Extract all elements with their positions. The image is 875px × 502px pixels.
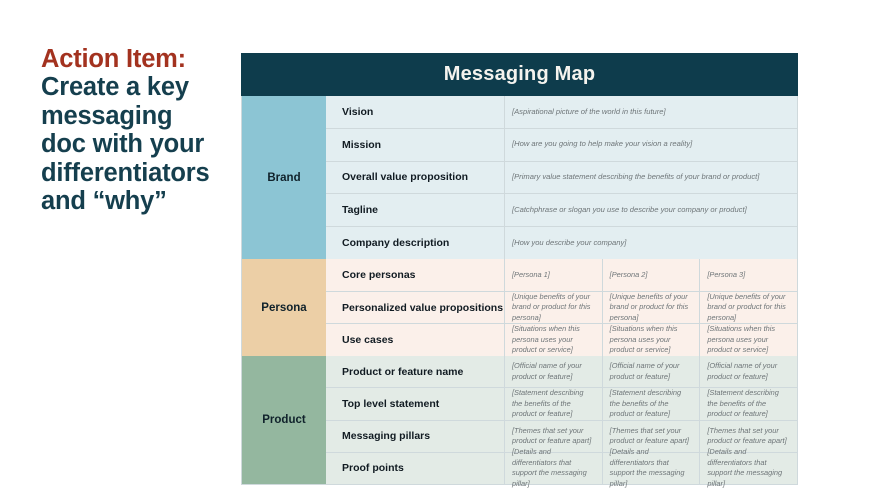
table-cell[interactable]: [Situations when this persona uses your … [602,324,701,357]
row-label: Use cases [326,324,505,357]
table-cell[interactable]: [How are you going to help make your vis… [505,128,797,161]
table-cell[interactable]: [Unique benefits of your brand or produc… [700,291,798,324]
callout-line-1: Create a key [41,73,189,102]
callout-line-3: doc with your [41,130,205,159]
table-row: Core personas[Persona 1][Persona 2][Pers… [326,259,798,291]
callout-line-4: differentiators [41,158,210,187]
callout-line-0: Action Item: [41,45,186,73]
row-label: Vision [326,96,505,128]
row-label: Proof points [326,452,505,484]
table-cell[interactable]: [Unique benefits of your brand or produc… [505,291,603,324]
table-cell[interactable]: [Persona 1] [505,259,603,291]
table-cell[interactable]: [Details and differentiators that suppor… [700,447,798,488]
row-cells: [Persona 1][Persona 2][Persona 3] [505,259,798,291]
section-label-brand: Brand [242,96,326,259]
row-cells: [Primary value statement describing the … [505,161,797,194]
callout-line-5: and “why” [41,187,167,216]
row-cells: [Details and differentiators that suppor… [505,447,798,488]
section-rows: Vision[Aspirational picture of the world… [326,96,797,259]
row-cells: [Catchphrase or slogan you use to descri… [505,194,797,227]
row-cells: [Situations when this persona uses your … [505,324,798,357]
table-row: Top level statement[Statement describing… [326,387,798,420]
table-row: Messaging pillars[Themes that set your p… [326,419,798,452]
table-cell[interactable]: [How you describe your company] [505,227,797,259]
table-cell[interactable]: [Persona 3] [700,259,798,291]
table-row: Proof points[Details and differentiators… [326,447,798,488]
messaging-map-title: Messaging Map [241,53,798,96]
table-cell[interactable]: [Primary value statement describing the … [505,161,797,194]
table-cell[interactable]: [Details and differentiators that suppor… [602,447,701,488]
table-row: Mission[How are you going to help make y… [326,127,797,161]
table-cell[interactable]: [Themes that set your product or feature… [700,420,798,452]
section-label-persona: Persona [242,259,326,356]
table-cell[interactable]: [Unique benefits of your brand or produc… [602,291,701,324]
row-cells: [How are you going to help make your vis… [505,128,797,161]
table-cell[interactable]: [Statement describing the benefits of th… [505,388,603,420]
row-cells: [Aspirational picture of the world in th… [505,96,797,128]
table-cell[interactable]: [Catchphrase or slogan you use to descri… [505,194,797,227]
row-label: Personalized value propositions [326,291,505,324]
row-label: Company description [326,227,505,259]
callout-line-2: messaging [41,101,173,130]
row-cells: [Themes that set your product or feature… [505,420,798,452]
row-label: Core personas [326,259,505,291]
table-cell[interactable]: [Persona 2] [602,259,701,291]
table-row: Product or feature name[Official name of… [326,356,798,388]
row-label: Messaging pillars [326,420,505,452]
table-cell[interactable]: [Official name of your product or featur… [505,356,603,388]
row-label: Product or feature name [326,356,505,388]
section-label-product: Product [242,356,326,484]
row-cells: [How you describe your company] [505,227,797,259]
row-cells: [Statement describing the benefits of th… [505,388,798,420]
table-cell[interactable]: [Situations when this persona uses your … [700,324,798,357]
row-label: Mission [326,128,505,161]
section-rows: Core personas[Persona 1][Persona 2][Pers… [326,259,798,357]
row-label: Top level statement [326,388,505,420]
table-cell[interactable]: [Official name of your product or featur… [700,356,798,388]
row-cells: [Unique benefits of your brand or produc… [505,291,798,324]
table-cell[interactable]: [Situations when this persona uses your … [505,324,603,357]
table-row: Tagline[Catchphrase or slogan you use to… [326,193,797,227]
section-rows: Product or feature name[Official name of… [326,356,798,488]
row-cells: [Official name of your product or featur… [505,356,798,388]
table-cell[interactable]: [Statement describing the benefits of th… [602,388,701,420]
row-label: Overall value proposition [326,161,505,194]
table-cell[interactable]: [Statement describing the benefits of th… [700,388,798,420]
table-row: Personalized value propositions[Unique b… [326,290,798,324]
table-row: Use cases[Situations when this persona u… [326,323,798,357]
table-cell[interactable]: [Official name of your product or featur… [602,356,701,388]
table-cell[interactable]: [Aspirational picture of the world in th… [505,96,797,128]
row-label: Tagline [326,194,505,227]
table-cell[interactable]: [Themes that set your product or feature… [602,420,701,452]
table-cell[interactable]: [Details and differentiators that suppor… [505,447,603,488]
table-cell[interactable]: [Themes that set your product or feature… [505,420,603,452]
table-row: Overall value proposition[Primary value … [326,160,797,194]
table-row: Vision[Aspirational picture of the world… [326,96,797,128]
table-row: Company description[How you describe you… [326,226,797,259]
